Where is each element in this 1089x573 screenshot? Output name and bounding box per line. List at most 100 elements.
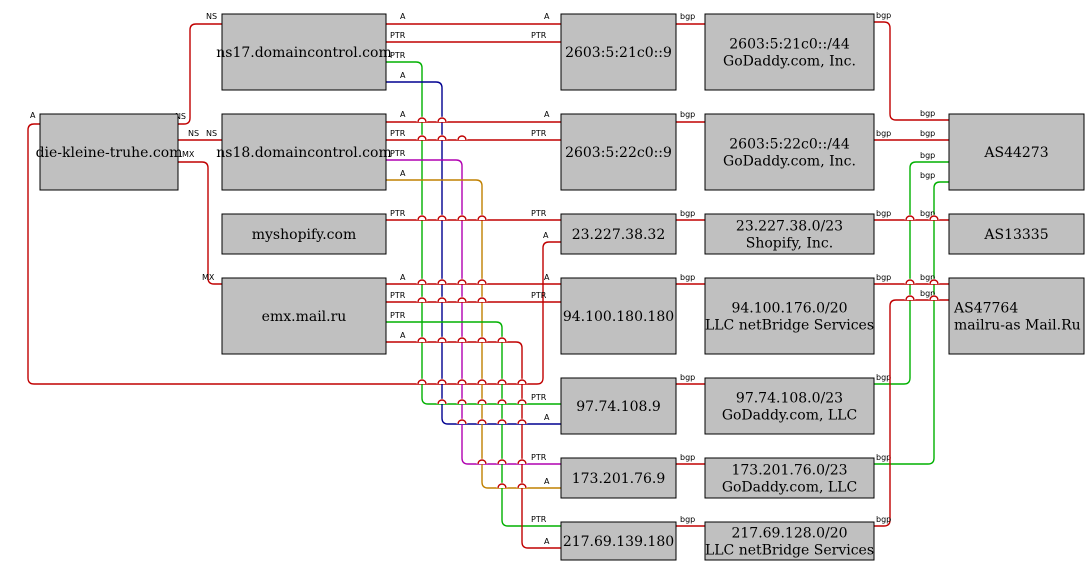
edge-ns18-ip_173: AA — [386, 169, 561, 489]
crossing-hop — [497, 459, 507, 465]
node-ip6-21[interactable]: 2603:5:21c0::9 — [560, 13, 677, 91]
node-ip-173[interactable]: 173.201.76.9 — [560, 457, 677, 499]
edge-line — [386, 159, 561, 465]
crossing-hop — [477, 379, 487, 385]
edge-pfx_97-as44273: bgp bgp — [874, 151, 949, 385]
edge-label-from: bgp — [680, 373, 695, 382]
edge-label-to: PTR — [531, 515, 547, 524]
edge-domain-ip_23: AA — [27, 111, 561, 385]
node-label: emx.mail.ru — [262, 309, 347, 325]
edge-label-from: A — [400, 71, 406, 80]
edge-label-to: bgp — [920, 151, 935, 160]
node-myshopify[interactable]: myshopify.com — [221, 213, 387, 255]
edge-label-from: MX — [182, 150, 195, 159]
node-ip-23[interactable]: 23.227.38.32 — [560, 213, 677, 255]
node-box — [560, 457, 677, 499]
crossing-hop — [497, 483, 507, 489]
node-ns17[interactable]: ns17.domaincontrol.com — [216, 13, 392, 91]
crossing-hop — [497, 379, 507, 385]
crossing-hop — [437, 135, 447, 141]
edge-label-to: NS — [206, 12, 217, 21]
edge-emx-ip_217: AA — [386, 331, 561, 549]
edge-line — [27, 123, 561, 385]
edge-label-to: A — [544, 413, 550, 422]
edge-label-to: MX — [202, 273, 215, 282]
edge-label-to: PTR — [531, 209, 547, 218]
node-box — [704, 457, 875, 499]
node-label: LLC netBridge Services — [705, 318, 874, 334]
crossing-hop — [905, 215, 915, 221]
node-as13335[interactable]: AS13335 — [948, 213, 1085, 255]
edge-domain-emx: MX MX — [178, 150, 222, 285]
node-ip-94[interactable]: 94.100.180.180 — [560, 277, 677, 355]
node-as44273[interactable]: AS44273 — [948, 113, 1085, 191]
crossing-hop — [905, 279, 915, 285]
edge-label-from: PTR — [390, 291, 406, 300]
edge-label-to: NS — [206, 129, 217, 138]
node-box — [704, 521, 875, 561]
node-box — [704, 113, 875, 191]
crossing-hop — [477, 279, 487, 285]
node-label: 2603:5:21c0::9 — [565, 45, 672, 61]
node-ns18[interactable]: ns18.domaincontrol.com — [216, 113, 392, 191]
node-box — [948, 277, 1085, 355]
edge-label-to: PTR — [531, 453, 547, 462]
node-label: AS47764 — [953, 301, 1018, 317]
edge-label-from: A — [30, 111, 36, 120]
node-box — [221, 13, 387, 91]
edge-line — [178, 161, 222, 285]
edge-label-to: PTR — [531, 393, 547, 402]
crossing-hop — [477, 459, 487, 465]
node-ip-97[interactable]: 97.74.108.9 — [560, 377, 677, 435]
edge-label-from: bgp — [680, 515, 695, 524]
node-label: 23.227.38.32 — [572, 227, 666, 243]
crossing-hop — [497, 337, 507, 343]
crossing-hop — [437, 399, 447, 405]
node-box — [704, 277, 875, 355]
edge-label-from: bgp — [876, 209, 891, 218]
edge-label-from: PTR — [390, 129, 406, 138]
node-box — [560, 377, 677, 435]
node-box — [704, 13, 875, 91]
edge-ip_23-pfx_23: bgp — [676, 209, 705, 221]
crossing-hop — [457, 419, 467, 425]
edge-label-to: A — [544, 12, 550, 21]
node-emx[interactable]: emx.mail.ru — [221, 277, 387, 355]
edge-line — [874, 21, 949, 121]
node-domain[interactable]: die-kleine-truhe.com — [36, 113, 183, 191]
node-ip-217[interactable]: 217.69.139.180 — [560, 521, 677, 561]
crossing-hop — [929, 295, 939, 301]
node-ip6-22[interactable]: 2603:5:22c0::9 — [560, 113, 677, 191]
node-box — [560, 113, 677, 191]
node-box — [221, 277, 387, 355]
crossing-hop — [417, 337, 427, 343]
crossing-hop — [437, 379, 447, 385]
crossing-hop — [437, 297, 447, 303]
edge-label-from: PTR — [390, 51, 406, 60]
node-label: GoDaddy.com, LLC — [722, 408, 857, 424]
edge-line — [874, 181, 949, 465]
edge-label-from: PTR — [390, 149, 406, 158]
crossing-hop — [417, 379, 427, 385]
node-label: 94.100.176.0/20 — [731, 301, 847, 317]
nodes-layer: die-kleine-truhe.com ns17.domaincontrol.c… — [36, 13, 1085, 561]
edge-line — [386, 81, 561, 425]
